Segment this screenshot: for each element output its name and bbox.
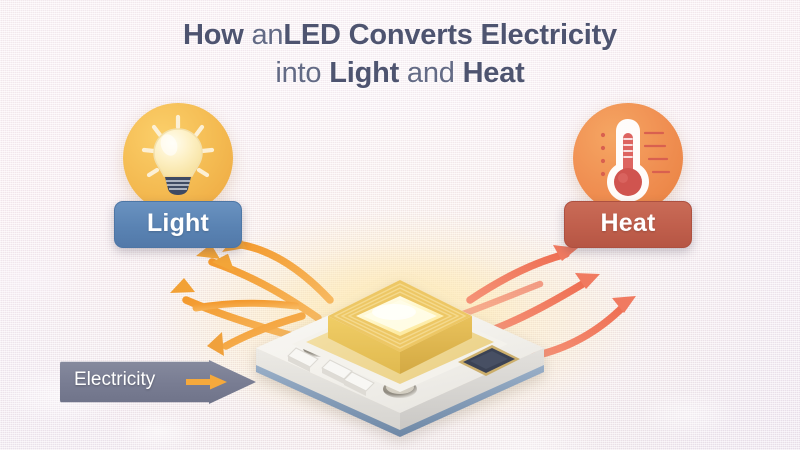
emitter-phosphor [363,300,437,332]
base-bottom-edge [256,355,544,437]
thermometer-bulb-highlight [618,173,628,183]
emitter-front-right-face [400,316,472,374]
carrier-plate [292,296,508,392]
light-arrow-4 [166,288,240,310]
light-label-badge[interactable]: Light [114,201,242,248]
title-phrase-led-converts-electricity: LED Converts Electricity [283,19,617,51]
title-line-2: into Light and Heat [0,54,800,92]
light-bulb-icon [141,114,215,195]
heat-output-group: Heat [553,103,703,248]
contact-pads [287,347,375,396]
light-output-group: Light [103,103,253,248]
contact-pad [287,347,319,372]
thermometer-left-ticks [600,132,606,177]
bulb-glass [153,128,203,177]
contact-pad [343,371,375,396]
mounting-hole-front [383,380,417,398]
heat-icon-circle [573,103,683,213]
title-word-an: an [251,19,284,51]
emitter-front-left-face [328,316,400,374]
thermometer-bulb [614,168,642,196]
title-word-and: and [399,57,463,89]
electricity-input-banner[interactable]: Electricity [60,360,256,404]
title-word-heat: Heat [462,57,525,89]
emitter-rings [333,283,467,349]
title-word-light: Light [329,57,400,89]
bulb-highlight [160,134,178,156]
bulb-base [165,177,191,195]
light-icon-circle [123,103,233,213]
heat-label-badge[interactable]: Heat [564,201,692,248]
light-arrow-1 [196,244,322,322]
thermometer-icon [600,119,671,202]
heat-arrow-4 [448,280,544,322]
right-arrow-icon [186,374,227,390]
gold-reflector-plate [306,300,494,384]
mounting-hole-left [303,339,337,357]
contact-pad [321,359,353,384]
title-word-how: How [183,19,252,51]
title-line-1: How anLED Converts Electricity [0,16,800,54]
base-front-right-face [400,348,544,430]
heat-arrow-2 [488,273,600,334]
mounting-holes [303,339,496,398]
esd-chip [458,345,520,376]
bulb-base-threads [166,180,190,190]
light-arrow-2 [170,278,304,342]
thermometer-column [623,133,633,177]
light-arrow-3 [192,299,306,356]
thermometer-right-ticks [643,131,671,174]
thermometer-scale [623,138,633,158]
emitter-top-rim [328,280,472,352]
led-package [256,280,544,437]
page-title: How anLED Converts Electricity into Ligh… [0,16,800,92]
heat-arrow-1 [466,245,578,304]
electricity-label: Electricity [74,369,156,390]
heat-arrow-3 [530,296,636,360]
led-glow-inner [265,243,535,367]
mounting-hole-right [462,339,496,357]
title-word-into: into [275,57,330,89]
emitter-highlight [372,304,416,320]
emitter-glow-face [356,296,444,336]
base-top-face [256,283,544,413]
light-rays [141,114,215,178]
base-front-left-face [256,348,400,430]
